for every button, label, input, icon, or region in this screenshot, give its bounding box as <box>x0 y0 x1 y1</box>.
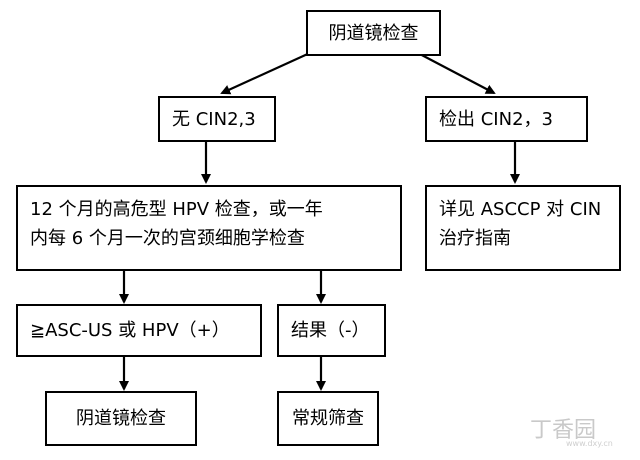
node-asccp-guideline: 详见 ASCCP 对 CIN 治疗指南 <box>425 185 621 271</box>
node-result-negative: 结果（-） <box>277 304 386 357</box>
node-colposcopy-top: 阴道镜检查 <box>306 10 441 56</box>
arrow-top-to-cin-detected <box>415 51 496 94</box>
node-hpv-check: 12 个月的高危型 HPV 检查，或一年 内每 6 个月一次的宫颈细胞学检查 <box>16 185 402 271</box>
node-asc-us: ≧ASC-US 或 HPV（+） <box>16 304 262 357</box>
node-colposcopy-again: 阴道镜检查 <box>45 391 197 446</box>
arrow-top-to-no-cin <box>220 50 313 95</box>
node-no-cin: 无 CIN2,3 <box>158 96 276 142</box>
node-hpv-check-line1: 12 个月的高危型 HPV 检查，或一年 <box>30 199 323 220</box>
node-cin-detected: 检出 CIN2，3 <box>425 96 588 142</box>
node-hpv-check-line2: 内每 6 个月一次的宫颈细胞学检查 <box>30 228 305 249</box>
watermark-logo: 丁香园 <box>530 418 597 443</box>
node-routine-screening: 常规筛查 <box>277 391 379 446</box>
node-asccp-line1: 详见 ASCCP 对 CIN <box>439 199 602 220</box>
node-asccp-line2: 治疗指南 <box>439 228 511 249</box>
watermark-url: www.dxy.cn <box>566 439 613 448</box>
